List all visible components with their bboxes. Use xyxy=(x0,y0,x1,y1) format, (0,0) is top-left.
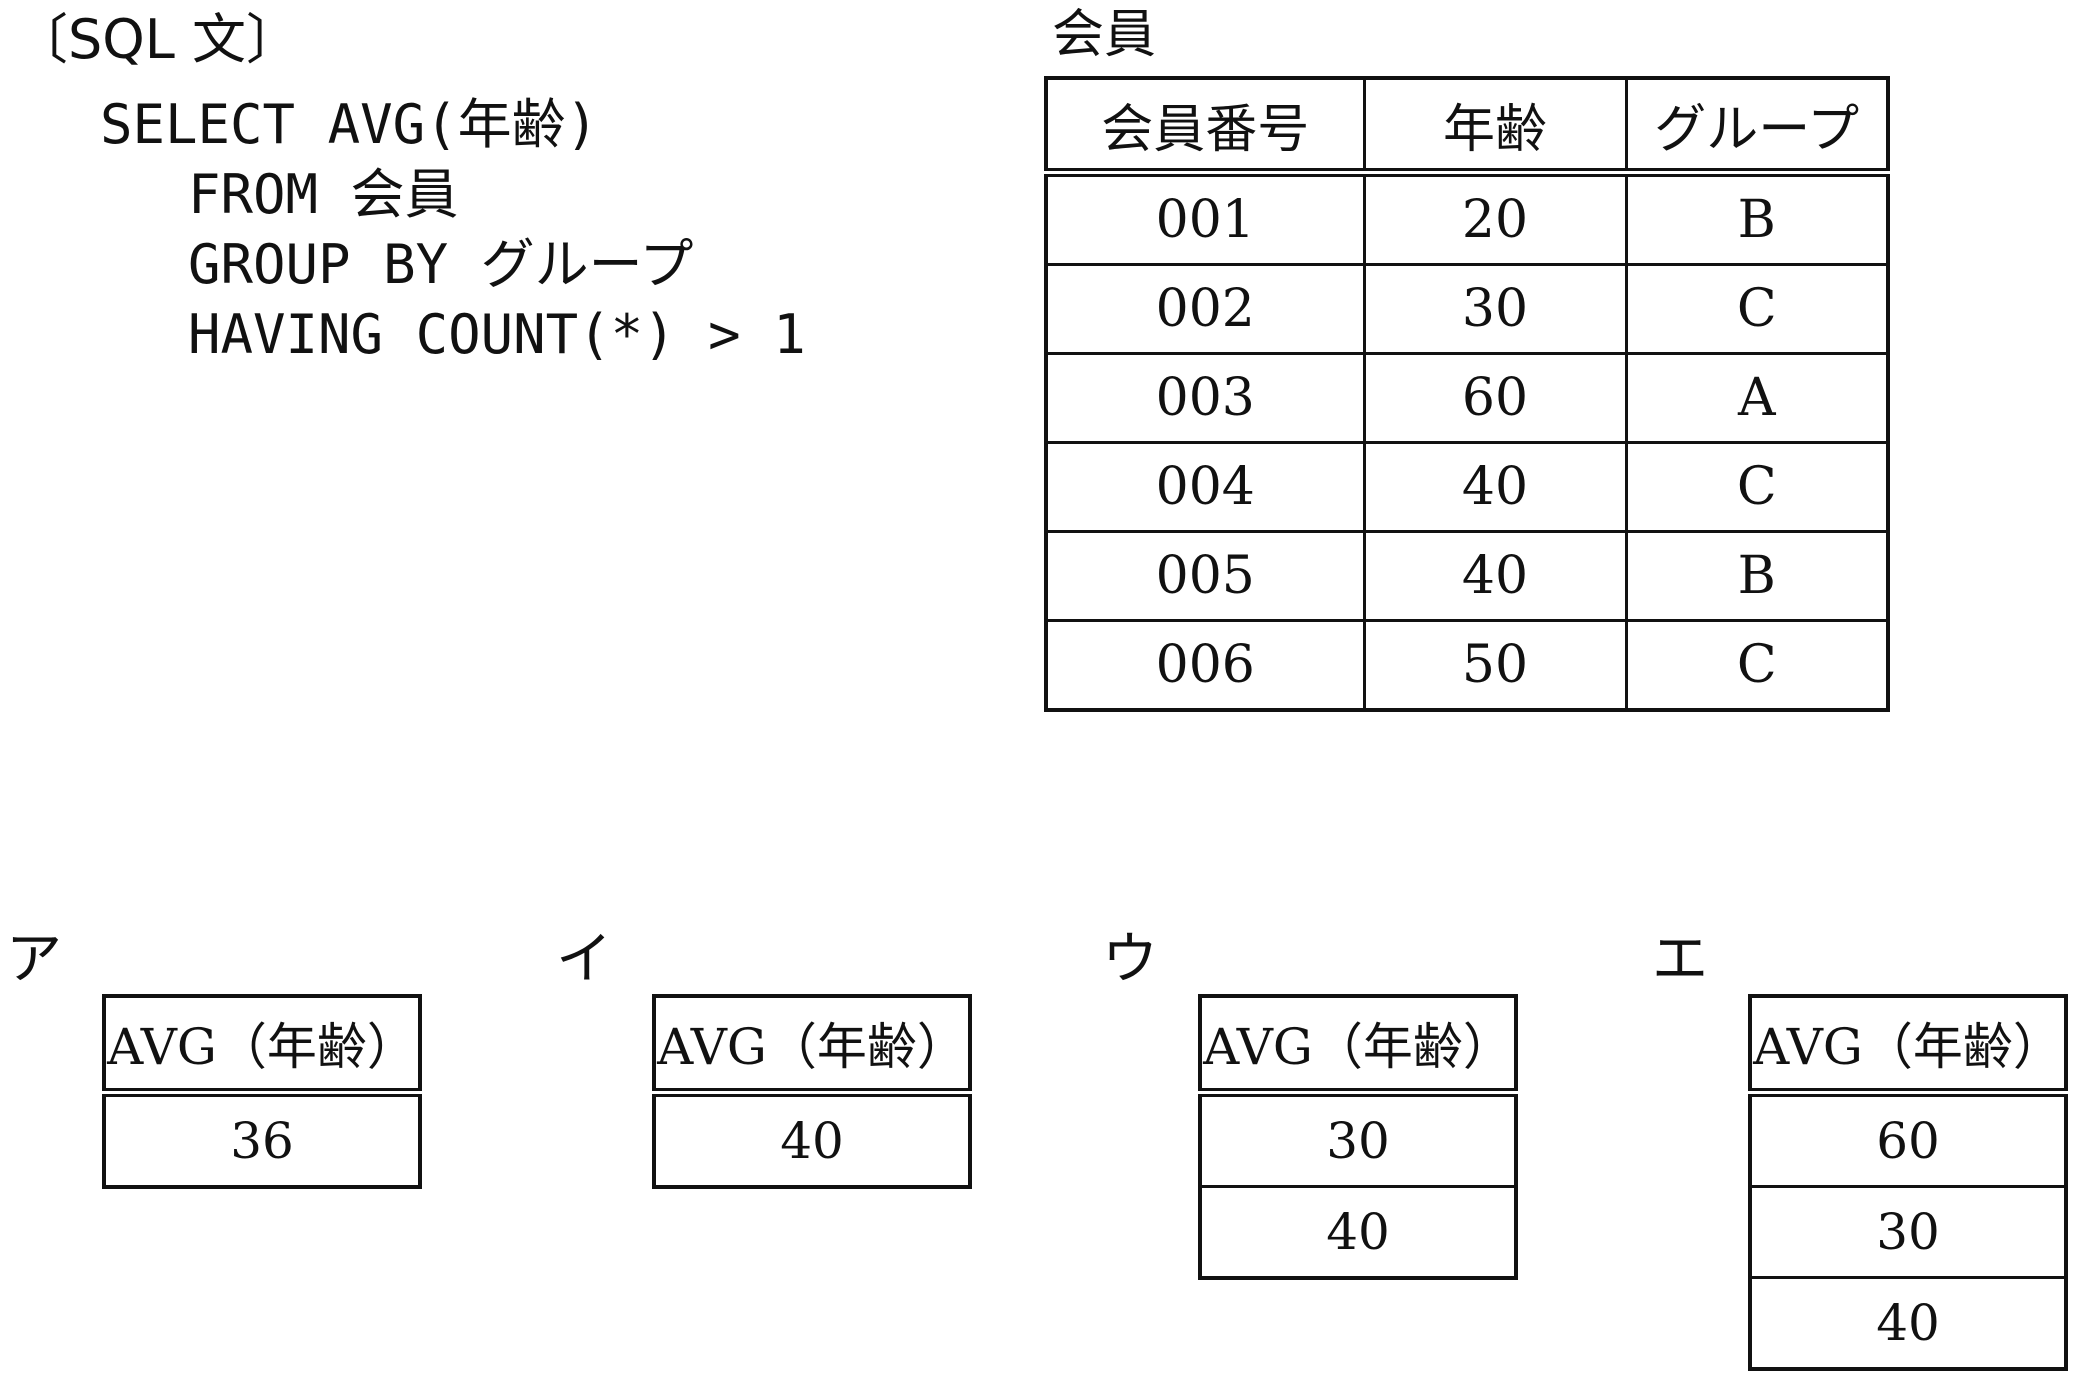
choice-mark: ウ xyxy=(1102,927,1158,992)
header-member-id: 会員番号 xyxy=(1044,76,1366,177)
cell-age: 30 xyxy=(1362,263,1628,355)
members-header-row: 会員番号 年齢 グループ xyxy=(1044,76,1890,177)
table-row: 001 20 B xyxy=(1044,171,1890,266)
choice-result-table: AVG（年齢） 40 xyxy=(652,994,972,1189)
cell-age: 40 xyxy=(1362,530,1628,622)
cell-age: 20 xyxy=(1362,171,1628,266)
table-row: 005 40 B xyxy=(1044,530,1890,622)
table-row: 60 xyxy=(1748,1091,2068,1188)
choice-result-table: AVG（年齢） 60 30 40 xyxy=(1748,994,2068,1371)
table-row: 40 xyxy=(1198,1185,1518,1280)
header-avg-age: AVG（年齢） xyxy=(102,994,422,1097)
cell-group: C xyxy=(1624,263,1890,355)
choice-result-table: AVG（年齢） 36 xyxy=(102,994,422,1189)
cell-group: A xyxy=(1624,352,1890,444)
table-row: 40 xyxy=(652,1091,972,1189)
choice-mark: ア xyxy=(6,927,62,992)
sql-line-having: HAVING COUNT(*) > 1 xyxy=(188,303,806,366)
choice-header-row: AVG（年齢） xyxy=(1198,994,1518,1097)
cell-member-id: 005 xyxy=(1044,530,1366,622)
members-table-caption: 会員 xyxy=(1052,5,1157,65)
choice-mark: イ xyxy=(556,927,612,992)
table-row: 40 xyxy=(1748,1276,2068,1371)
choice-mark: エ xyxy=(1652,927,1708,992)
cell-member-id: 001 xyxy=(1044,171,1366,266)
cell-avg-value: 40 xyxy=(1748,1276,2068,1371)
cell-member-id: 004 xyxy=(1044,441,1366,533)
cell-group: B xyxy=(1624,171,1890,266)
table-row: 003 60 A xyxy=(1044,352,1890,444)
header-avg-age: AVG（年齢） xyxy=(652,994,972,1097)
cell-member-id: 002 xyxy=(1044,263,1366,355)
choice-header-row: AVG（年齢） xyxy=(652,994,972,1097)
cell-group: B xyxy=(1624,530,1890,622)
sql-code-block: SELECT AVG(年齢) FROM 会員 GROUP BY グループ HAV… xyxy=(100,90,806,370)
table-row: 36 xyxy=(102,1091,422,1189)
sql-label: 〔SQL 文〕 xyxy=(14,8,301,71)
cell-member-id: 003 xyxy=(1044,352,1366,444)
cell-member-id: 006 xyxy=(1044,619,1366,712)
sql-line-from: FROM 会員 xyxy=(188,163,459,226)
cell-age: 40 xyxy=(1362,441,1628,533)
table-row: 004 40 C xyxy=(1044,441,1890,533)
cell-avg-value: 40 xyxy=(652,1091,972,1189)
choice-header-row: AVG（年齢） xyxy=(102,994,422,1097)
members-table: 会員番号 年齢 グループ 001 20 B 002 30 C 003 60 A … xyxy=(1044,76,1890,712)
table-row: 30 xyxy=(1748,1185,2068,1279)
header-age: 年齢 xyxy=(1362,76,1628,177)
header-group: グループ xyxy=(1624,76,1890,177)
sql-line-group-by: GROUP BY グループ xyxy=(188,233,694,296)
cell-avg-value: 30 xyxy=(1748,1185,2068,1279)
table-row: 30 xyxy=(1198,1091,1518,1188)
table-row: 006 50 C xyxy=(1044,619,1890,712)
cell-avg-value: 40 xyxy=(1198,1185,1518,1280)
cell-age: 60 xyxy=(1362,352,1628,444)
table-row: 002 30 C xyxy=(1044,263,1890,355)
cell-group: C xyxy=(1624,619,1890,712)
choice-header-row: AVG（年齢） xyxy=(1748,994,2068,1097)
cell-group: C xyxy=(1624,441,1890,533)
sql-line-select: SELECT AVG(年齢) xyxy=(100,93,599,156)
cell-avg-value: 36 xyxy=(102,1091,422,1189)
header-avg-age: AVG（年齢） xyxy=(1748,994,2068,1097)
choice-result-table: AVG（年齢） 30 40 xyxy=(1198,994,1518,1280)
cell-avg-value: 30 xyxy=(1198,1091,1518,1188)
header-avg-age: AVG（年齢） xyxy=(1198,994,1518,1097)
cell-avg-value: 60 xyxy=(1748,1091,2068,1188)
cell-age: 50 xyxy=(1362,619,1628,712)
